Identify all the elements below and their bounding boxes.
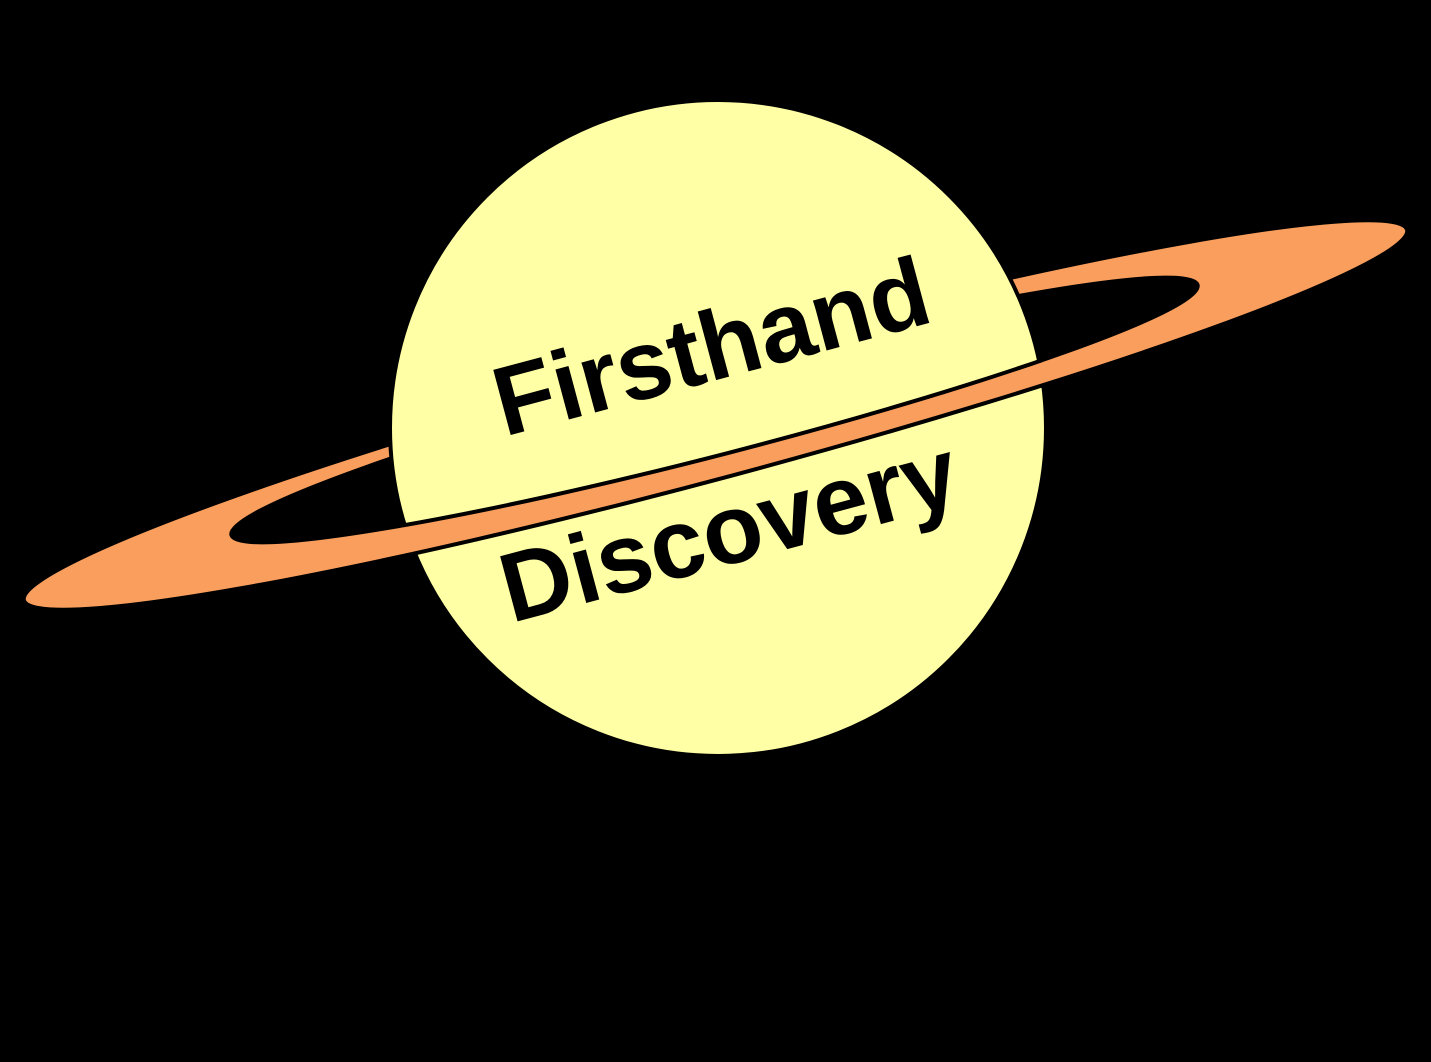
planet xyxy=(388,98,1048,758)
